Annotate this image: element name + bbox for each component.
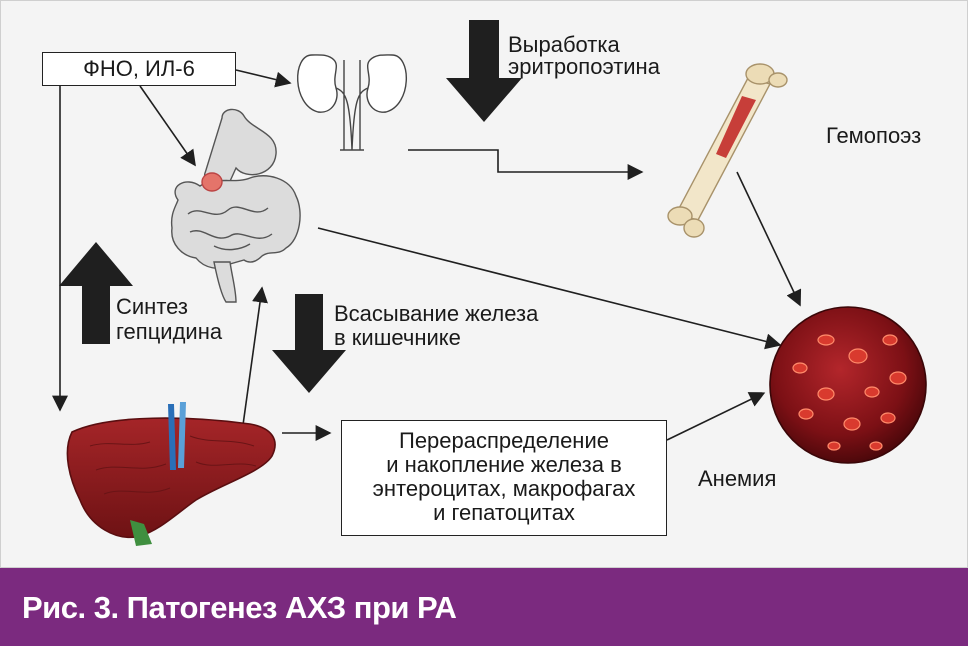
diagram-canvas: [52, 20, 927, 546]
liver-icon: [66, 402, 276, 546]
anemia-label: Анемия: [698, 466, 777, 491]
absorption-down-arrow: [272, 294, 346, 393]
arrow-cytokines-to-intestine: [139, 85, 196, 167]
hepcidin-label: Синтез гепцидина: [116, 294, 222, 344]
kidney-icon: [297, 54, 407, 151]
bone-icon: [667, 63, 788, 238]
epo-label: Выработка эритропоэтина: [508, 34, 660, 78]
caption-bar: Рис. 3. Патогенез АХЗ при РА: [0, 568, 968, 646]
redistribution-box: Перераспределение и накопление железа в …: [341, 420, 667, 536]
redistribution-line1: Перераспределение: [399, 428, 609, 453]
arrow-intestine-to-blood: [317, 227, 782, 350]
epo-label-line2: эритропоэтина: [508, 54, 660, 79]
epo-down-arrow: [446, 20, 522, 122]
epo-label-line1: Выработка: [508, 32, 620, 57]
hepcidin-label-line1: Синтез: [116, 294, 188, 319]
redistribution-line4: и гепатоцитах: [433, 500, 575, 525]
connectors: [52, 69, 802, 441]
arrow-liver-to-intestine: [242, 286, 268, 426]
cytokines-label: ФНО, ИЛ-6: [83, 56, 195, 81]
intestine-icon: [170, 108, 301, 303]
arrow-kidney-to-bone: [408, 149, 644, 180]
absorption-label-line1: Всасывание железа: [334, 301, 539, 326]
hepcidin-up-arrow: [59, 242, 133, 344]
hemopoiesis-label: Гемопоэз: [826, 123, 922, 148]
absorption-label-line2: в кишечнике: [334, 325, 461, 350]
arrow-bone-to-blood: [736, 171, 802, 307]
hepcidin-label-line2: гепцидина: [116, 319, 223, 344]
redistribution-line3: энтероцитах, макрофагах: [372, 476, 636, 501]
absorption-label: Всасывание железа в кишечнике: [334, 302, 538, 350]
arrow-cytokines-to-kidney: [235, 69, 292, 88]
redistribution-line2: и накопление железа в: [386, 452, 622, 477]
arrow-box-to-blood: [666, 392, 766, 441]
cytokines-box: ФНО, ИЛ-6: [42, 52, 236, 86]
figure-caption: Рис. 3. Патогенез АХЗ при РА: [22, 590, 457, 625]
blood-cell-icon: [769, 306, 927, 464]
